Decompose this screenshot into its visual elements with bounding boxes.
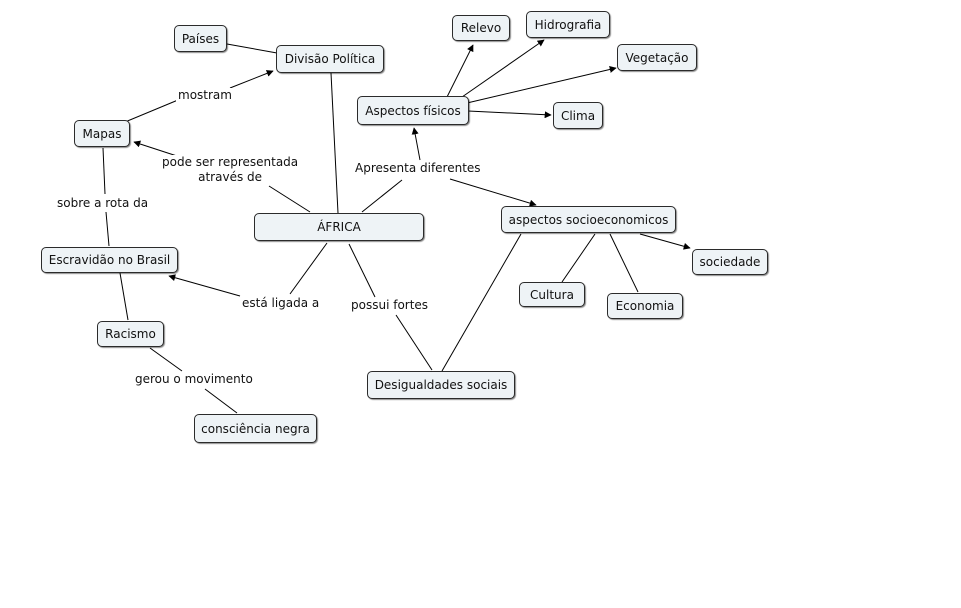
link-esta-escravidao bbox=[168, 274, 241, 297]
link-racismo-gerou bbox=[149, 347, 183, 372]
link-socio-cultura bbox=[561, 233, 596, 283]
link-africa-apresenta bbox=[361, 179, 403, 213]
link-mapas-mostram bbox=[124, 99, 179, 123]
link-africa-pode bbox=[268, 185, 311, 213]
link-fisicos-relevo bbox=[446, 44, 474, 98]
link-sobre-escravidao bbox=[105, 211, 110, 247]
concept-escravidao-brasil[interactable]: Escravidão no Brasil bbox=[41, 247, 178, 273]
phrase-gerou-o-movimento: gerou o movimento bbox=[133, 372, 255, 387]
link-mapas-sobre bbox=[102, 147, 106, 195]
link-socio-economia bbox=[609, 233, 639, 293]
link-pode-mapas bbox=[133, 140, 181, 158]
link-escravidao-racismo bbox=[119, 272, 129, 321]
link-paises-divisao bbox=[226, 43, 278, 54]
concept-vegetacao[interactable]: Vegetação bbox=[617, 44, 697, 71]
concept-aspectos-fisicos[interactable]: Aspectos físicos bbox=[357, 96, 469, 125]
link-gerou-consciencia bbox=[204, 388, 238, 414]
concept-clima[interactable]: Clima bbox=[553, 102, 603, 129]
link-mostram-divisao bbox=[229, 70, 274, 89]
concept-consciencia-negra[interactable]: consciência negra bbox=[194, 414, 317, 443]
link-africa-esta bbox=[289, 242, 328, 295]
concept-divisao-politica[interactable]: Divisão Política bbox=[276, 45, 384, 73]
phrase-esta-ligada-a: está ligada a bbox=[240, 296, 322, 311]
phrase-possui-fortes: possui fortes bbox=[349, 298, 431, 313]
concept-sociedade[interactable]: sociedade bbox=[692, 249, 768, 275]
link-socio-desigualdades bbox=[441, 233, 522, 372]
link-fisicos-vegetacao bbox=[466, 66, 617, 104]
link-apresenta-fisicos bbox=[411, 127, 421, 161]
concept-africa[interactable]: ÁFRICA bbox=[254, 213, 424, 241]
phrase-mostram: mostram bbox=[176, 88, 234, 103]
concept-economia[interactable]: Economia bbox=[607, 293, 683, 319]
concept-racismo[interactable]: Racismo bbox=[97, 321, 164, 347]
link-apresenta-socio bbox=[449, 178, 537, 207]
concept-desigualdades-sociais[interactable]: Desigualdades sociais bbox=[367, 371, 515, 399]
link-fisicos-hidrografia bbox=[461, 39, 545, 98]
link-possui-desigualdades bbox=[395, 314, 433, 371]
concept-hidrografia[interactable]: Hidrografia bbox=[526, 11, 610, 38]
concept-aspectos-socioeconomicos[interactable]: aspectos socioeconomicos bbox=[501, 206, 676, 233]
concept-relevo[interactable]: Relevo bbox=[452, 15, 510, 41]
link-socio-sociedade bbox=[639, 233, 691, 250]
concept-cultura[interactable]: Cultura bbox=[519, 282, 585, 307]
phrase-apresenta-diferentes: Apresenta diferentes bbox=[353, 161, 483, 176]
phrase-pode-ser-representada: pode ser representada através de bbox=[160, 155, 301, 185]
link-fisicos-clima bbox=[467, 110, 552, 119]
phrase-sobre-a-rota-da: sobre a rota da bbox=[55, 196, 151, 211]
link-africa-possui bbox=[348, 243, 376, 298]
link-africa-divisao bbox=[330, 72, 339, 214]
concept-paises[interactable]: Países bbox=[174, 25, 227, 52]
concept-mapas[interactable]: Mapas bbox=[74, 120, 130, 147]
